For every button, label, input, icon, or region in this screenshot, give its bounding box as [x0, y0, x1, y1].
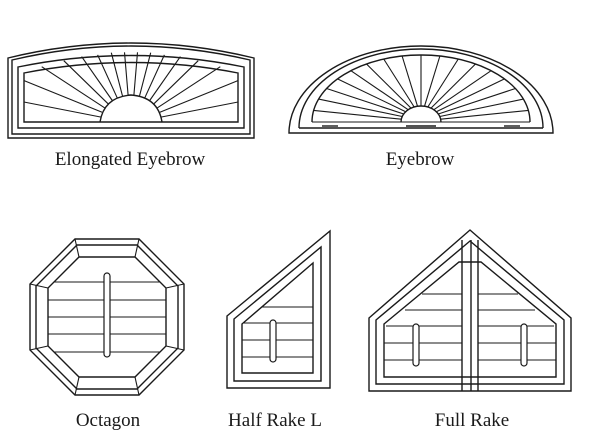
elongated-eyebrow-shutter	[7, 42, 255, 139]
label-elongated-eyebrow: Elongated Eyebrow	[54, 149, 206, 170]
eyebrow-shutter	[288, 45, 554, 134]
octagon-shutter	[29, 238, 185, 396]
label-eyebrow: Eyebrow	[385, 149, 455, 170]
label-full-rake: Full Rake	[434, 410, 510, 431]
half-rake-l-shutter	[226, 229, 331, 389]
label-half-rake-l: Half Rake L	[228, 410, 322, 431]
full-rake-shutter	[368, 229, 572, 392]
label-octagon: Octagon	[75, 410, 141, 431]
